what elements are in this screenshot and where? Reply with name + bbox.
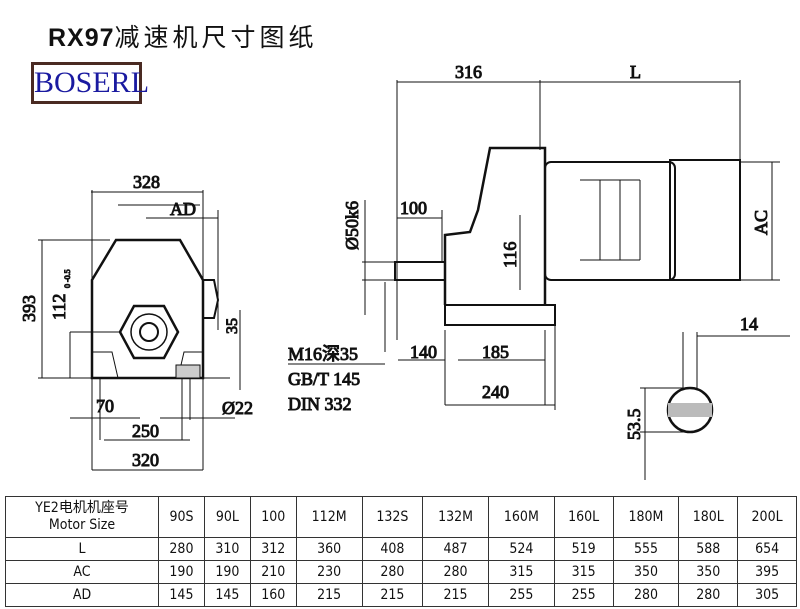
page-title: RX97减速机尺寸图纸 xyxy=(48,18,318,54)
size-cell: 100 xyxy=(249,496,297,538)
model-name: RX97 xyxy=(48,24,115,52)
side-view: 316 L AC Ø50k6 100 116 140 185 240 M16深3… xyxy=(288,62,780,415)
size-cell: 132S xyxy=(361,496,424,538)
value-cell: 305 xyxy=(737,583,797,607)
dim-l: L xyxy=(630,62,641,82)
value-cell: 519 xyxy=(553,537,614,561)
dim-hole-22: Ø22 xyxy=(222,398,253,418)
dim-112: 112 xyxy=(49,294,69,320)
dim-shaft-dia: Ø50k6 xyxy=(342,201,362,250)
dim-ad: AD xyxy=(170,199,196,219)
dim-112-tolerance: 0 -0.5 xyxy=(63,269,72,288)
dim-316: 316 xyxy=(455,62,482,82)
value-cell: 654 xyxy=(737,537,797,561)
value-cell: 215 xyxy=(422,583,489,607)
value-cell: 160 xyxy=(249,583,297,607)
dim-320: 320 xyxy=(132,450,159,470)
value-cell: 360 xyxy=(295,537,363,561)
value-cell: 524 xyxy=(487,537,555,561)
value-cell: 280 xyxy=(678,583,739,607)
size-cell: 180L xyxy=(678,496,739,538)
standard-din: DIN 332 xyxy=(288,394,352,414)
value-cell: 230 xyxy=(295,560,363,584)
dim-ac: AC xyxy=(751,210,771,235)
value-cell: 555 xyxy=(612,537,680,561)
value-cell: 255 xyxy=(553,583,614,607)
value-cell: 280 xyxy=(612,583,680,607)
value-cell: 408 xyxy=(361,537,424,561)
header-cn: YE2电机机座号 xyxy=(35,500,129,516)
dimension-drawing: 328 AD 393 112 0 -0.5 35 70 Ø22 250 320 … xyxy=(19,62,790,480)
value-cell: 280 xyxy=(422,560,489,584)
value-cell: 255 xyxy=(487,583,555,607)
value-cell: 190 xyxy=(203,560,251,584)
value-cell: 315 xyxy=(487,560,555,584)
value-cell: 310 xyxy=(203,537,251,561)
row-label: AD xyxy=(5,583,159,607)
thread-spec: M16深35 xyxy=(288,344,358,364)
value-cell: 145 xyxy=(203,583,251,607)
value-cell: 350 xyxy=(678,560,739,584)
standard-gbt: GB/T 145 xyxy=(288,369,360,389)
size-cell: 90L xyxy=(203,496,251,538)
size-cell: 160M xyxy=(487,496,555,538)
value-cell: 395 xyxy=(737,560,797,584)
value-cell: 210 xyxy=(249,560,297,584)
shaft-key-detail: 14 53.5 xyxy=(624,314,790,480)
dim-250: 250 xyxy=(132,421,159,441)
value-cell: 280 xyxy=(361,560,424,584)
row-label: AC xyxy=(5,560,159,584)
size-cell: 160L xyxy=(553,496,614,538)
value-cell: 215 xyxy=(295,583,363,607)
value-cell: 280 xyxy=(158,537,205,561)
value-cell: 350 xyxy=(612,560,680,584)
value-cell: 315 xyxy=(553,560,614,584)
row-label: L xyxy=(5,537,159,561)
value-cell: 487 xyxy=(422,537,489,561)
size-cell: 200L xyxy=(737,496,797,538)
size-cell: 180M xyxy=(612,496,680,538)
dim-140: 140 xyxy=(410,342,437,362)
size-cell: 132M xyxy=(422,496,489,538)
value-cell: 190 xyxy=(158,560,205,584)
size-cell: 112M xyxy=(295,496,363,538)
dim-328: 328 xyxy=(133,172,160,192)
size-cell: 90S xyxy=(158,496,205,538)
value-cell: 588 xyxy=(678,537,739,561)
dim-240: 240 xyxy=(482,382,509,402)
value-cell: 145 xyxy=(158,583,205,607)
title-text: 减速机尺寸图纸 xyxy=(114,23,318,52)
dim-70: 70 xyxy=(96,396,114,416)
value-cell: 215 xyxy=(361,583,424,607)
dim-116: 116 xyxy=(500,242,520,268)
dim-35: 35 xyxy=(224,318,241,334)
value-cell: 312 xyxy=(249,537,297,561)
dim-key-14: 14 xyxy=(740,314,758,334)
front-view: 328 AD 393 112 0 -0.5 35 70 Ø22 250 320 xyxy=(19,172,254,471)
dim-100: 100 xyxy=(400,198,427,218)
dim-393: 393 xyxy=(19,295,39,322)
dim-185: 185 xyxy=(482,342,509,362)
header-en: Motor Size xyxy=(48,517,116,533)
brand-logo: BOSERL xyxy=(31,62,149,104)
dim-key-53-5: 53.5 xyxy=(624,409,644,441)
